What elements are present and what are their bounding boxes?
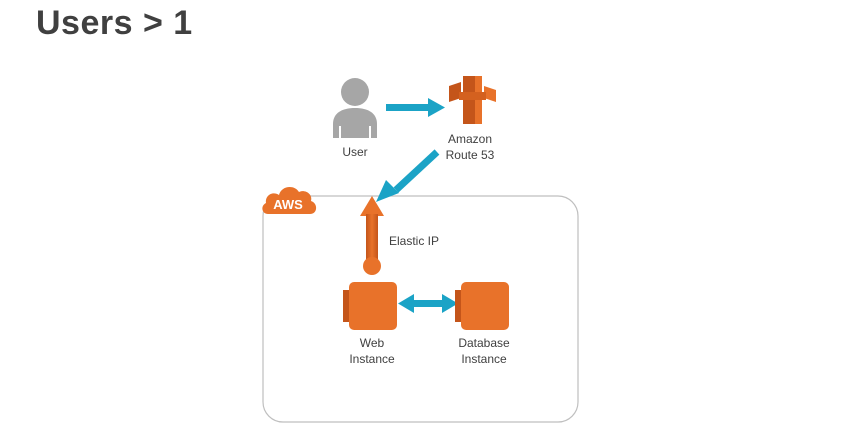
user-label: User (342, 145, 367, 159)
database-instance-label-line2: Instance (461, 352, 507, 366)
user-icon (333, 78, 377, 138)
web-instance-label-line1: Web (360, 336, 385, 350)
route53-label-line1: Amazon (448, 132, 492, 146)
arrow-route53-to-elastic-ip (376, 149, 440, 202)
elastic-ip-icon (360, 196, 384, 275)
database-instance-label-line1: Database (458, 336, 510, 350)
page-title: Users > 1 (36, 4, 193, 42)
web-instance-label-line2: Instance (349, 352, 395, 366)
aws-cloud-container (262, 195, 579, 423)
route53-label-line2: Route 53 (446, 148, 495, 162)
database-instance-icon (455, 282, 509, 330)
elastic-ip-label: Elastic IP (389, 234, 439, 248)
aws-badge-label: AWS (273, 197, 303, 212)
aws-cloud-badge: AWS (262, 186, 317, 214)
arrow-web-database (398, 294, 458, 313)
route53-icon (449, 76, 496, 124)
web-instance-icon (343, 282, 397, 330)
arrow-user-to-route53 (386, 98, 445, 117)
